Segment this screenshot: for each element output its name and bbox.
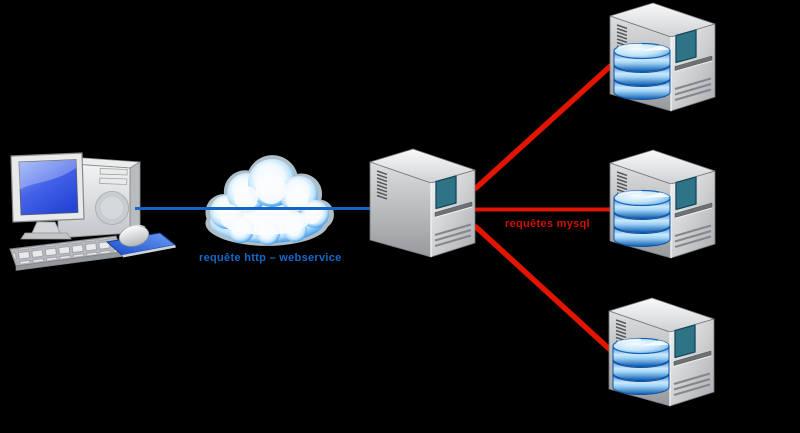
database-server-2-icon xyxy=(608,148,717,260)
mysql-request-label: requêtes mysql xyxy=(505,218,590,230)
computer-mouse xyxy=(118,224,150,247)
database-icon xyxy=(612,337,670,396)
database-icon xyxy=(613,189,671,248)
desktop-computer-icon xyxy=(9,152,177,271)
database-server-1-icon xyxy=(608,1,717,113)
database-server-3-icon xyxy=(607,296,716,408)
database-icon xyxy=(613,42,671,101)
computer-keyboard xyxy=(9,235,123,271)
web-server-icon xyxy=(368,147,477,259)
cloud-icon xyxy=(205,155,334,246)
mysql-connection-line-bottom xyxy=(473,224,620,359)
http-request-label: requête http – webservice xyxy=(199,252,342,264)
mysql-connection-line-top xyxy=(473,58,619,191)
computer-monitor xyxy=(10,152,85,240)
